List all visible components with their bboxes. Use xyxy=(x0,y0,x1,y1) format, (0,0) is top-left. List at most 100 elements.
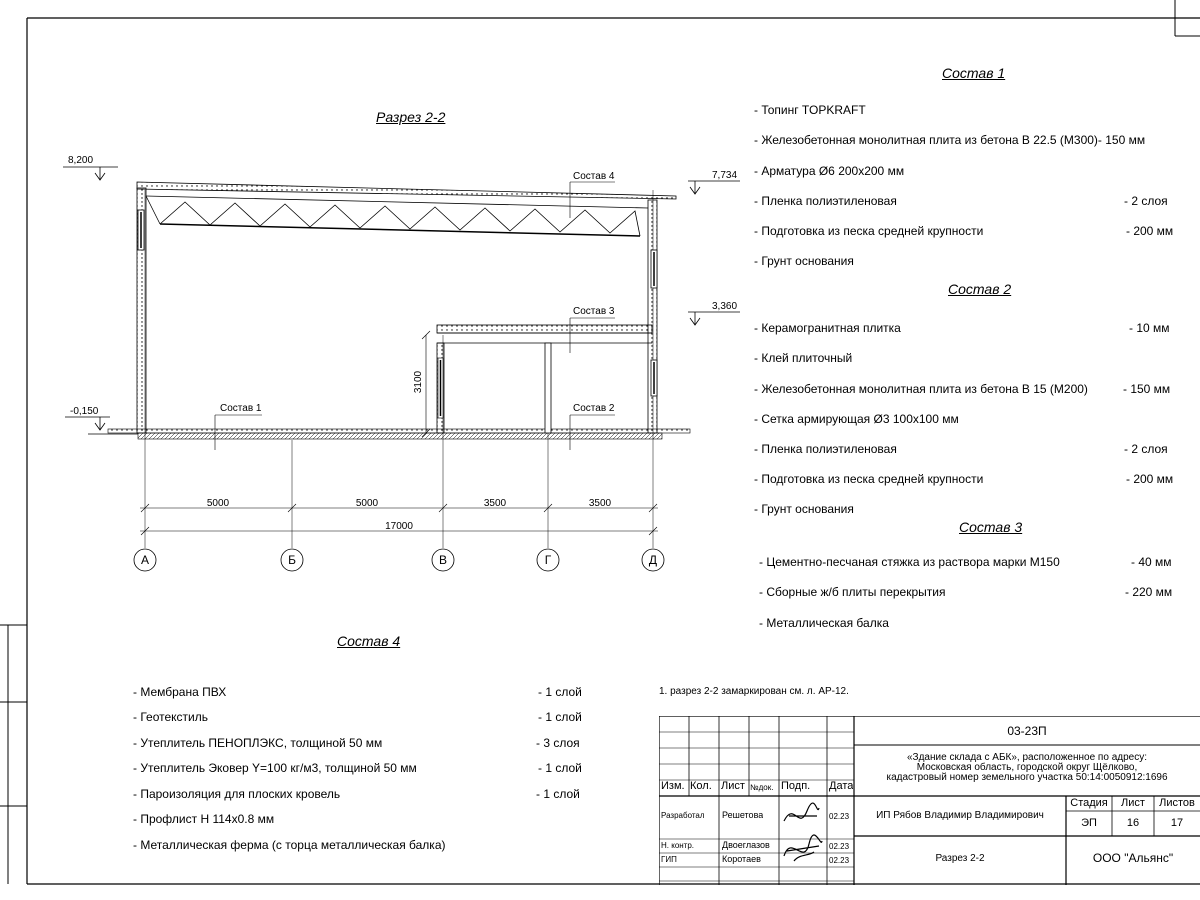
sostav-3-item: - Цементно-песчаная стяжка из раствора м… xyxy=(759,555,1060,569)
sostav-4-thickness: - 1 слой xyxy=(536,787,580,801)
sostav-1-thickness: - 200 мм xyxy=(1126,224,1174,238)
sostav-2-thickness: - 200 мм xyxy=(1126,472,1174,486)
header-kol: Кол. xyxy=(690,780,712,792)
sostav-4-item: - Металлическая ферма (с торца металличе… xyxy=(133,838,446,852)
row-date: 02.23 xyxy=(829,856,850,865)
sheet-label: Лист xyxy=(1121,797,1145,809)
sostav-2-list: - Керамогранитная плитка - 10 мм - Клей … xyxy=(754,321,1194,521)
title-block-grid xyxy=(659,716,1200,885)
sostav-2-thickness: - 10 мм xyxy=(1129,321,1170,335)
layer-tag-sostav-1: Состав 1 xyxy=(220,403,262,414)
sostav-2-item: - Грунт основания xyxy=(754,502,854,516)
dim-mezzanine-height: 3100 xyxy=(413,370,424,393)
floor-slab xyxy=(88,428,691,440)
sostav-3-thickness: - 40 мм xyxy=(1131,555,1172,569)
row-name: Двоеглазов xyxy=(722,840,770,850)
sostav-1-item: - Пленка полиэтиленовая xyxy=(754,194,897,208)
level-label-3360: 3,360 xyxy=(712,301,737,312)
level-label-7734: 7,734 xyxy=(712,170,737,181)
stage-label: Стадия xyxy=(1070,797,1108,809)
roof-assembly xyxy=(136,181,677,237)
axis-label-g: Г xyxy=(545,553,552,567)
row-role: Н. контр. xyxy=(661,841,695,850)
header-podp: Подп. xyxy=(781,780,811,792)
row-date: 02.23 xyxy=(829,812,850,821)
sostav-4-item: - Геотекстиль xyxy=(133,710,208,724)
row-role: Разработал xyxy=(661,811,705,820)
author-name: ИП Рябов Владимир Владимирович xyxy=(876,810,1044,821)
header-ndok: №док. xyxy=(750,783,774,792)
level-label-8200: 8,200 xyxy=(68,155,93,166)
project-line: «Здание склада с АБК», расположенное по … xyxy=(907,753,1147,763)
mezzanine-floor xyxy=(436,324,653,434)
sostav-2-item: - Железобетонная монолитная плита из бет… xyxy=(754,382,1088,396)
sostav-1-title: Состав 1 xyxy=(942,65,1006,81)
sostav-4-item: - Профлист Н 114х0.8 мм xyxy=(133,812,275,826)
signature-gip xyxy=(783,834,823,862)
sostav-1-thickness: - 2 слоя xyxy=(1124,194,1168,208)
sostav-2-item: - Керамогранитная плитка xyxy=(754,321,901,335)
sostav-4-thickness: - 1 слой xyxy=(538,710,582,724)
sostav-2-item: - Сетка армирующая Ø3 100х100 мм xyxy=(754,412,959,426)
sostav-4-thickness: - 1 слой xyxy=(538,685,582,699)
sostav-4-item: - Утеплитель ПЕНОПЛЭКС, толщиной 50 мм xyxy=(133,736,383,750)
project-description: «Здание склада с АБК», расположенное по … xyxy=(854,753,1200,783)
layer-tag-sostav-3: Состав 3 xyxy=(573,306,615,317)
axis-bubbles xyxy=(133,548,665,572)
sostav-3-list: - Цементно-песчаная стяжка из раствора м… xyxy=(759,555,1194,635)
sostav-2-title: Состав 2 xyxy=(948,281,1012,297)
stage-value: ЭП xyxy=(1081,817,1097,829)
sostav-4-list: - Мембрана ПВХ - 1 слой - Геотекстиль - … xyxy=(133,685,593,855)
sostav-1-item: - Грунт основания xyxy=(754,254,854,268)
sostav-3-item: - Металлическая балка xyxy=(759,616,889,630)
sostav-1-item: - Топинг TOPKRAFT xyxy=(754,103,866,117)
header-list: Лист xyxy=(721,780,745,792)
project-line: кадастровый номер земельного участка 50:… xyxy=(886,772,1168,783)
sostav-3-item: - Сборные ж/б плиты перекрытия xyxy=(759,585,946,599)
title-block: 03-23П «Здание склада с АБК», расположен… xyxy=(659,716,1200,885)
header-izm: Изм. xyxy=(661,780,685,792)
sostav-1-item: - Подготовка из песка средней крупности xyxy=(754,224,984,238)
layer-leaders xyxy=(214,181,615,450)
sostav-4-thickness: - 3 слоя xyxy=(536,736,580,750)
sostav-4-item: - Утеплитель Эковер Y=100 кг/м3, толщино… xyxy=(133,761,417,775)
dim-overall: 17000 xyxy=(385,521,413,532)
sostav-4-item: - Пароизоляция для плоских кровель xyxy=(133,787,341,801)
header-data: Дата xyxy=(829,780,854,792)
sostav-2-item: - Пленка полиэтиленовая xyxy=(754,442,897,456)
dim-v-g: 3500 xyxy=(484,498,507,509)
project-line: Московская область, городской округ Щёлк… xyxy=(916,762,1138,773)
sheets-label: Листов xyxy=(1159,797,1195,809)
axis-label-v: В xyxy=(439,553,447,567)
signature-razrabotal xyxy=(783,802,820,822)
sostav-3-title: Состав 3 xyxy=(959,519,1023,535)
sostav-2-item: - Клей плиточный xyxy=(754,351,853,365)
axis-label-a: А xyxy=(141,553,149,567)
sostav-4-title: Состав 4 xyxy=(337,633,401,649)
axis-label-b: Б xyxy=(288,553,296,567)
row-name: Решетова xyxy=(722,810,764,820)
sostav-2-thickness: - 2 слоя xyxy=(1124,442,1168,456)
layer-tag-sostav-2: Состав 2 xyxy=(573,403,615,414)
sostav-4-item: - Мембрана ПВХ xyxy=(133,685,227,699)
grid-axis-lines xyxy=(144,190,654,548)
section-title: Разрез 2-2 xyxy=(376,109,446,125)
sheet-value: 16 xyxy=(1126,817,1140,829)
exterior-walls xyxy=(136,187,658,434)
dim-a-b: 5000 xyxy=(207,498,230,509)
sostav-1-item: - Арматура Ø6 200х200 мм xyxy=(754,164,905,178)
level-label-0150: -0,150 xyxy=(70,406,99,417)
dim-g-d: 3500 xyxy=(589,498,612,509)
company-name: ООО "Альянс" xyxy=(1092,851,1174,865)
project-code: 03-23П xyxy=(1007,724,1047,738)
layer-tag-sostav-4: Состав 4 xyxy=(573,171,615,182)
row-name: Коротаев xyxy=(722,854,761,864)
dimension-lines xyxy=(140,330,658,536)
sheets-value: 17 xyxy=(1170,817,1184,829)
sostav-3-thickness: - 220 мм xyxy=(1125,585,1173,599)
left-margin-strip xyxy=(0,624,27,884)
sostav-2-item: - Подготовка из песка средней крупности xyxy=(754,472,984,486)
sostav-2-thickness: - 150 мм xyxy=(1123,382,1171,396)
